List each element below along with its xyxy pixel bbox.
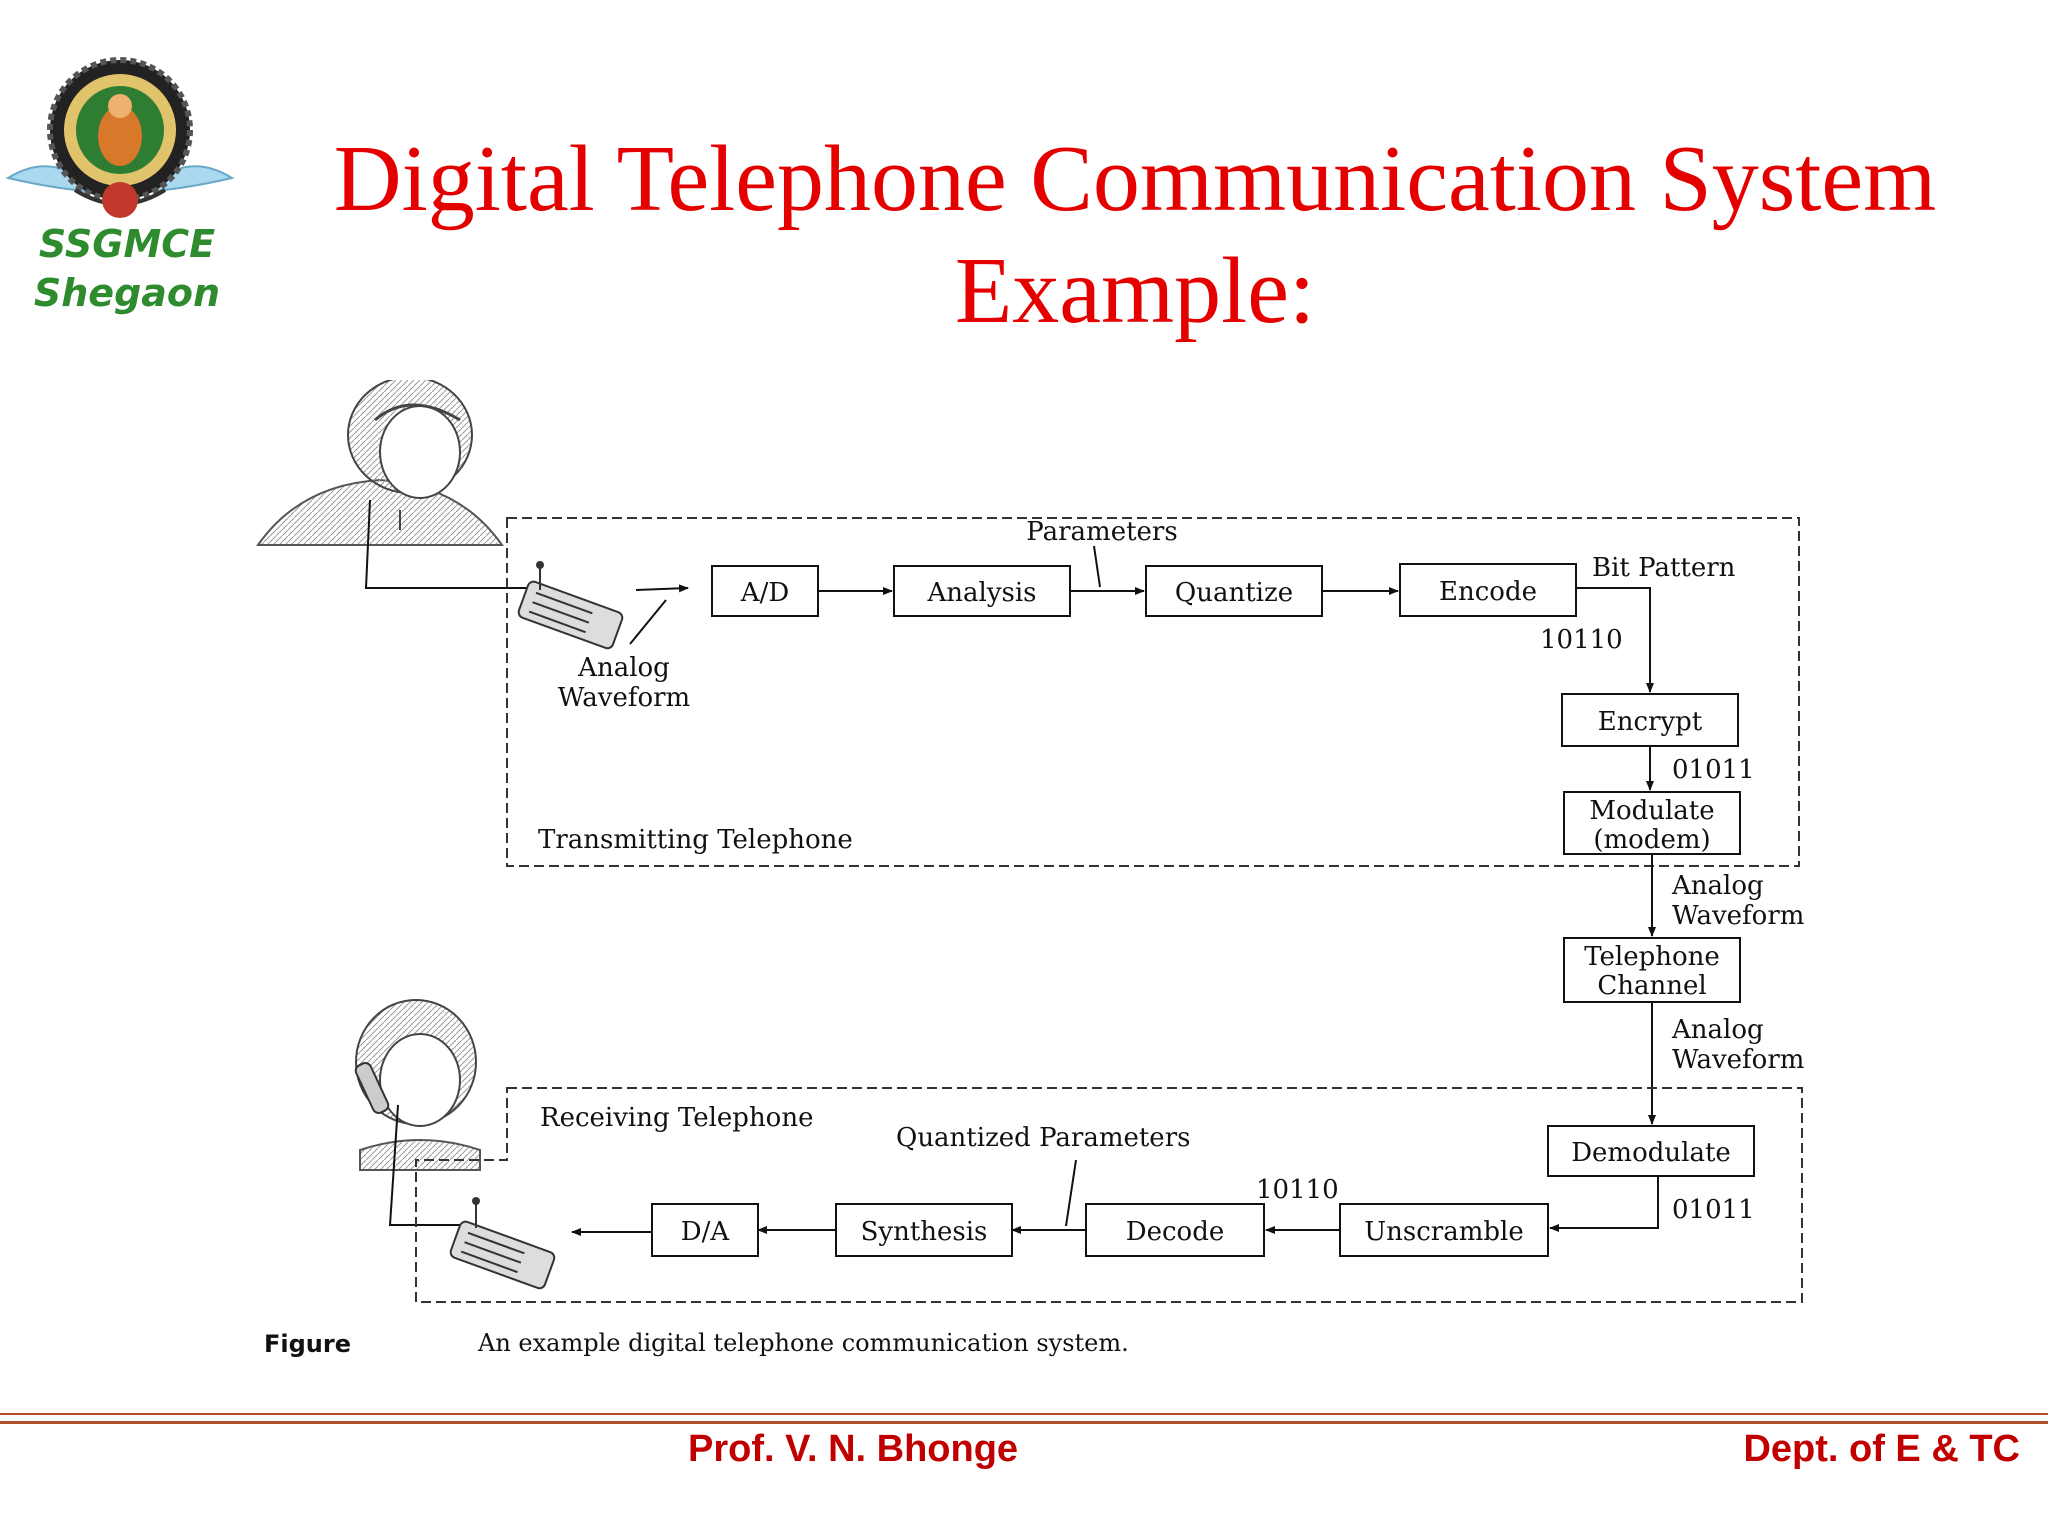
block-telephone-channel: Telephone Channel	[1563, 937, 1741, 1003]
svg-text:Telephone: Telephone	[1584, 942, 1720, 972]
block-ad: A/D	[711, 565, 819, 617]
speaker-woman-illustration-icon	[256, 380, 504, 546]
analog-waveform-a-label: Analog	[1671, 871, 1764, 901]
analog-waveform-b-label: Analog	[1671, 1015, 1764, 1045]
bits-demod-label: 01011	[1672, 1195, 1755, 1225]
block-encode: Encode	[1399, 563, 1577, 617]
telephone-system-diagram: Transmitting Telephone Analog Waveform A…	[256, 380, 1804, 1303]
bits-decode-label: 10110	[1256, 1175, 1339, 1205]
analog-waveform-a-label-2: Waveform	[1672, 901, 1804, 931]
figure-caption-label: Figure	[264, 1330, 351, 1358]
svg-text:Demodulate: Demodulate	[1571, 1138, 1731, 1168]
svg-text:Analysis: Analysis	[926, 578, 1036, 608]
svg-text:Channel: Channel	[1597, 971, 1706, 1001]
telephone-icon	[517, 580, 624, 650]
footer-divider-2	[0, 1421, 2048, 1424]
svg-text:Quantize: Quantize	[1175, 578, 1293, 608]
quantized-parameters-label: Quantized Parameters	[896, 1123, 1190, 1153]
svg-text:A/D: A/D	[740, 578, 789, 608]
transmitting-telephone-group	[506, 517, 1800, 867]
telephone-icon	[449, 1220, 556, 1290]
institute-city: Shegaon	[33, 271, 221, 315]
slide-title: Digital Telephone Communication System	[333, 127, 1937, 231]
figure-caption-text: An example digital telephone communicati…	[478, 1329, 1129, 1357]
transmit-group-label: Transmitting Telephone	[538, 825, 853, 855]
block-modulate: Modulate (modem)	[1563, 791, 1741, 855]
analog-waveform-in-label-2: Waveform	[558, 683, 690, 713]
analog-waveform-in-label: Analog	[577, 653, 670, 683]
bit-pattern-label: Bit Pattern	[1592, 553, 1736, 583]
block-analysis: Analysis	[893, 565, 1071, 617]
block-da: D/A	[651, 1203, 759, 1257]
svg-text:Modulate: Modulate	[1589, 796, 1714, 826]
block-synthesis: Synthesis	[835, 1203, 1013, 1257]
analog-waveform-b-label-2: Waveform	[1672, 1045, 1804, 1075]
svg-text:Encrypt: Encrypt	[1598, 707, 1703, 737]
svg-text:Synthesis: Synthesis	[861, 1217, 988, 1247]
footer-department: Dept. of E & TC	[1743, 1428, 2020, 1470]
bits-encrypt-label: 01011	[1672, 755, 1755, 785]
listener-woman-illustration-icon	[354, 999, 481, 1171]
block-demodulate: Demodulate	[1547, 1125, 1755, 1177]
svg-text:Unscramble: Unscramble	[1364, 1217, 1524, 1247]
svg-text:(modem): (modem)	[1593, 825, 1710, 855]
college-logo-icon	[5, 57, 235, 218]
receive-group-label: Receiving Telephone	[540, 1103, 813, 1133]
block-encrypt: Encrypt	[1561, 693, 1739, 747]
slide-title-line2: Example:	[954, 239, 1316, 343]
institute-name: SSGMCE	[38, 222, 216, 266]
block-quantize: Quantize	[1145, 565, 1323, 617]
svg-text:Decode: Decode	[1126, 1217, 1224, 1247]
parameters-label: Parameters	[1026, 517, 1177, 547]
bits-encode-label: 10110	[1540, 625, 1623, 655]
svg-text:Encode: Encode	[1439, 577, 1537, 607]
receiving-telephone-group	[415, 1087, 1803, 1303]
block-decode: Decode	[1085, 1203, 1265, 1257]
footer-divider	[0, 1413, 2048, 1415]
footer-author: Prof. V. N. Bhonge	[688, 1428, 1019, 1470]
svg-text:D/A: D/A	[681, 1217, 731, 1247]
block-unscramble: Unscramble	[1339, 1203, 1549, 1257]
